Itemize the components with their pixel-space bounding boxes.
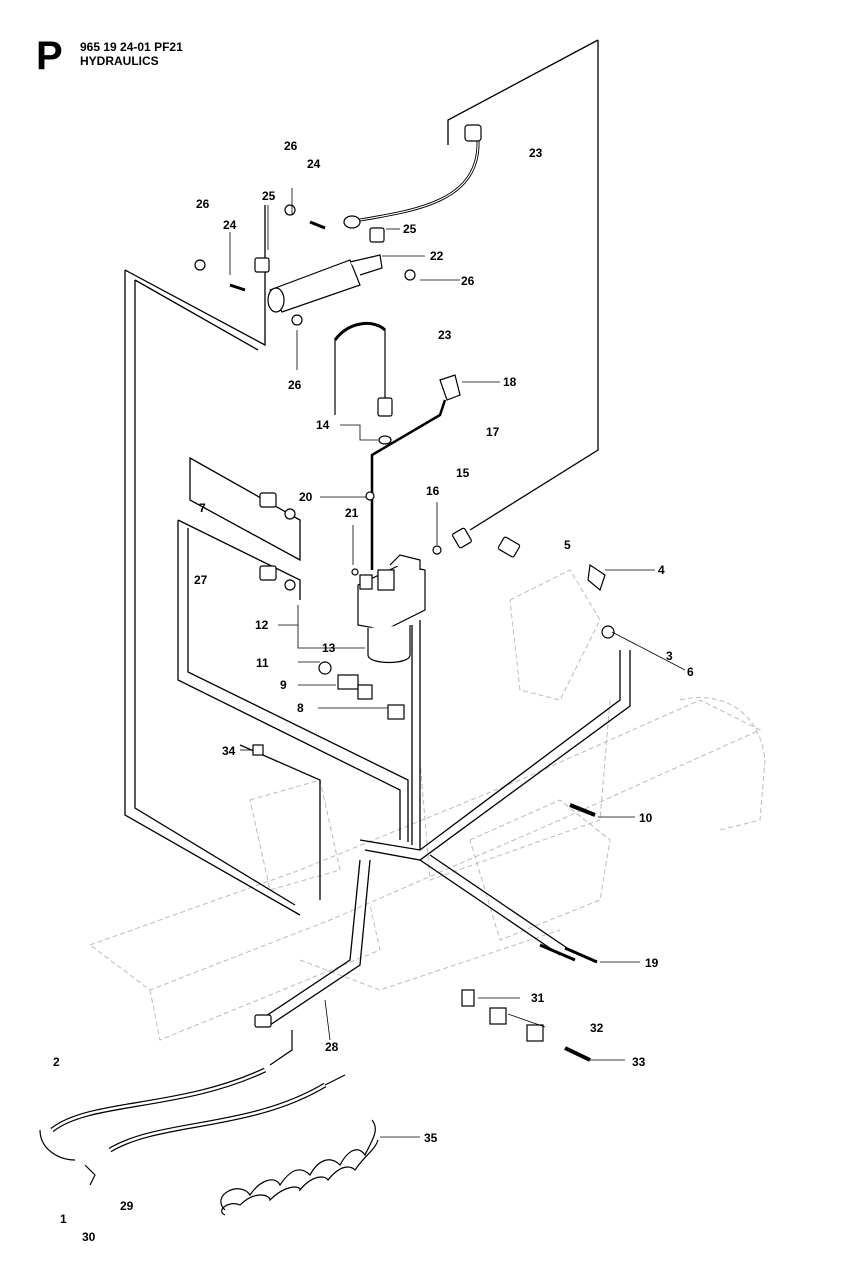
callout-labels: 1 2 3 4 5 6 7 8 9 10 11 12 13 14 15 16 1… [53, 139, 694, 1244]
callout-34: 34 [222, 744, 236, 758]
callout-18: 18 [503, 375, 517, 389]
callout-15: 15 [456, 466, 470, 480]
callout-20: 20 [299, 490, 313, 504]
callout-10: 10 [639, 811, 653, 825]
callout-17: 17 [486, 425, 500, 439]
callout-23b: 23 [438, 328, 452, 342]
callout-1: 1 [60, 1212, 67, 1226]
callout-29: 29 [120, 1199, 134, 1213]
callout-5: 5 [564, 538, 571, 552]
callout-13: 13 [322, 641, 336, 655]
callout-33: 33 [632, 1055, 646, 1069]
callout-28: 28 [325, 1040, 339, 1054]
callout-2: 2 [53, 1055, 60, 1069]
callout-22: 22 [430, 249, 444, 263]
callout-19: 19 [645, 956, 659, 970]
callout-14: 14 [316, 418, 330, 432]
callout-12: 12 [255, 618, 269, 632]
callout-8: 8 [297, 701, 304, 715]
control-lever [370, 374, 461, 570]
callout-31: 31 [531, 991, 545, 1005]
callout-26a: 26 [284, 139, 298, 153]
callout-30: 30 [82, 1230, 96, 1244]
callout-26c: 26 [461, 274, 475, 288]
callout-24b: 24 [223, 218, 237, 232]
callout-27: 27 [194, 573, 208, 587]
callout-6: 6 [687, 665, 694, 679]
callout-3: 3 [666, 649, 673, 663]
callout-26b: 26 [196, 197, 210, 211]
callout-25b: 25 [403, 222, 417, 236]
coil-spring [220, 1119, 379, 1216]
callout-24a: 24 [307, 157, 321, 171]
callout-7: 7 [199, 501, 206, 515]
chassis-frame [88, 569, 766, 1041]
callout-11: 11 [256, 656, 269, 670]
section-letter: P [36, 34, 63, 78]
callout-23a: 23 [529, 146, 543, 160]
callout-16: 16 [426, 484, 440, 498]
callout-26d: 26 [288, 378, 302, 392]
callout-9: 9 [280, 678, 287, 692]
bottom-hoses [39, 1030, 346, 1186]
fittings [252, 492, 615, 1062]
callout-21: 21 [345, 506, 359, 520]
callout-4: 4 [658, 563, 665, 577]
valve-block [351, 491, 426, 664]
hose-runs [124, 39, 631, 1026]
callout-32: 32 [590, 1021, 604, 1035]
leader-lines [229, 188, 686, 1138]
cylinder-assembly [194, 124, 482, 445]
callout-25a: 25 [262, 189, 276, 203]
callout-35: 35 [424, 1131, 438, 1145]
diagram-title: HYDRAULICS [80, 54, 159, 68]
part-code: 965 19 24-01 PF21 [80, 40, 183, 54]
